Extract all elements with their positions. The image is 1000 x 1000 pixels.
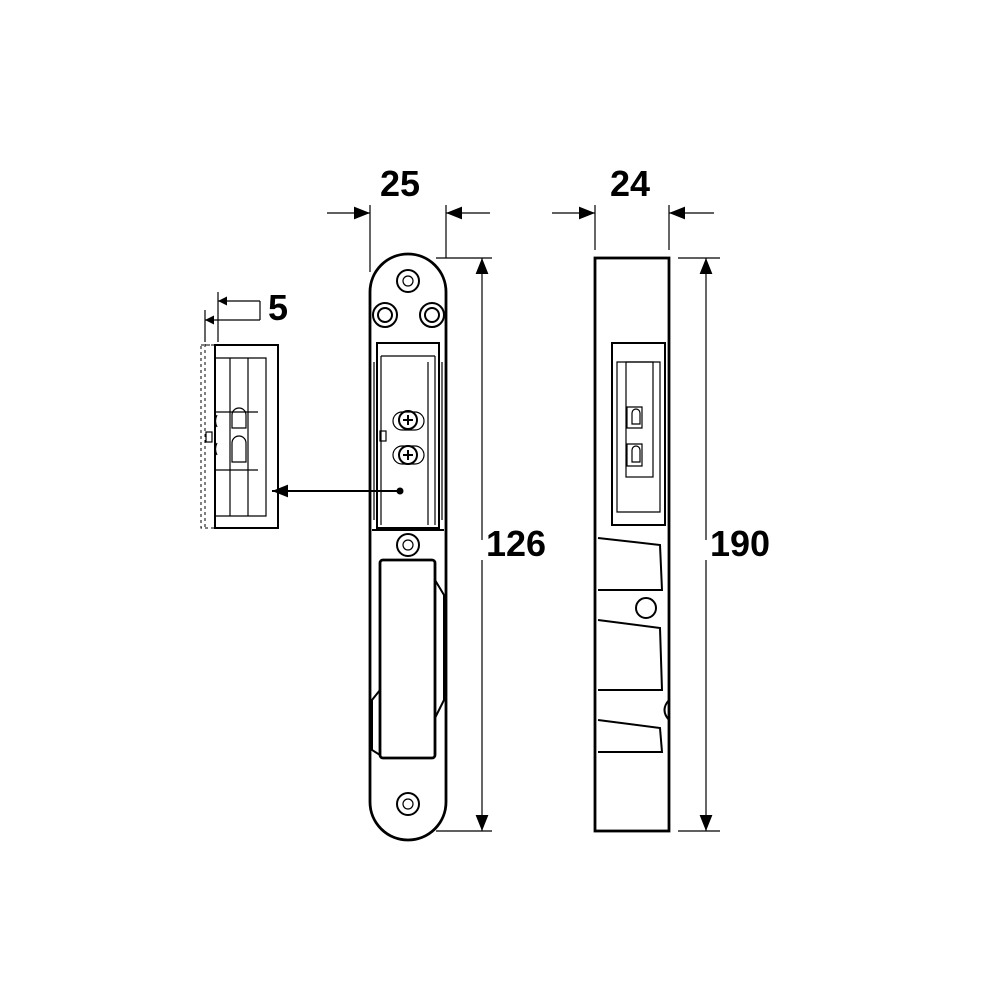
dimension-offset: 5 xyxy=(204,287,288,342)
side-width-label: 24 xyxy=(610,163,650,204)
adjustment-screw-bottom xyxy=(392,445,425,465)
length-label: 126 xyxy=(486,523,546,564)
strike-side-view xyxy=(593,256,671,833)
adjustment-screw-top xyxy=(392,410,425,431)
dimension-strike-width: 25 xyxy=(327,163,490,272)
strike-width-label: 25 xyxy=(380,163,420,204)
detail-pointer-arrow xyxy=(272,484,404,498)
dimension-total-length: 190 xyxy=(678,257,770,832)
total-length-label: 190 xyxy=(710,523,770,564)
detail-view xyxy=(200,320,279,529)
dimension-side-width: 24 xyxy=(552,163,714,250)
dimension-length: 126 xyxy=(436,257,546,832)
offset-dimension-label: 5 xyxy=(268,287,288,328)
strike-plate-front xyxy=(368,252,448,842)
